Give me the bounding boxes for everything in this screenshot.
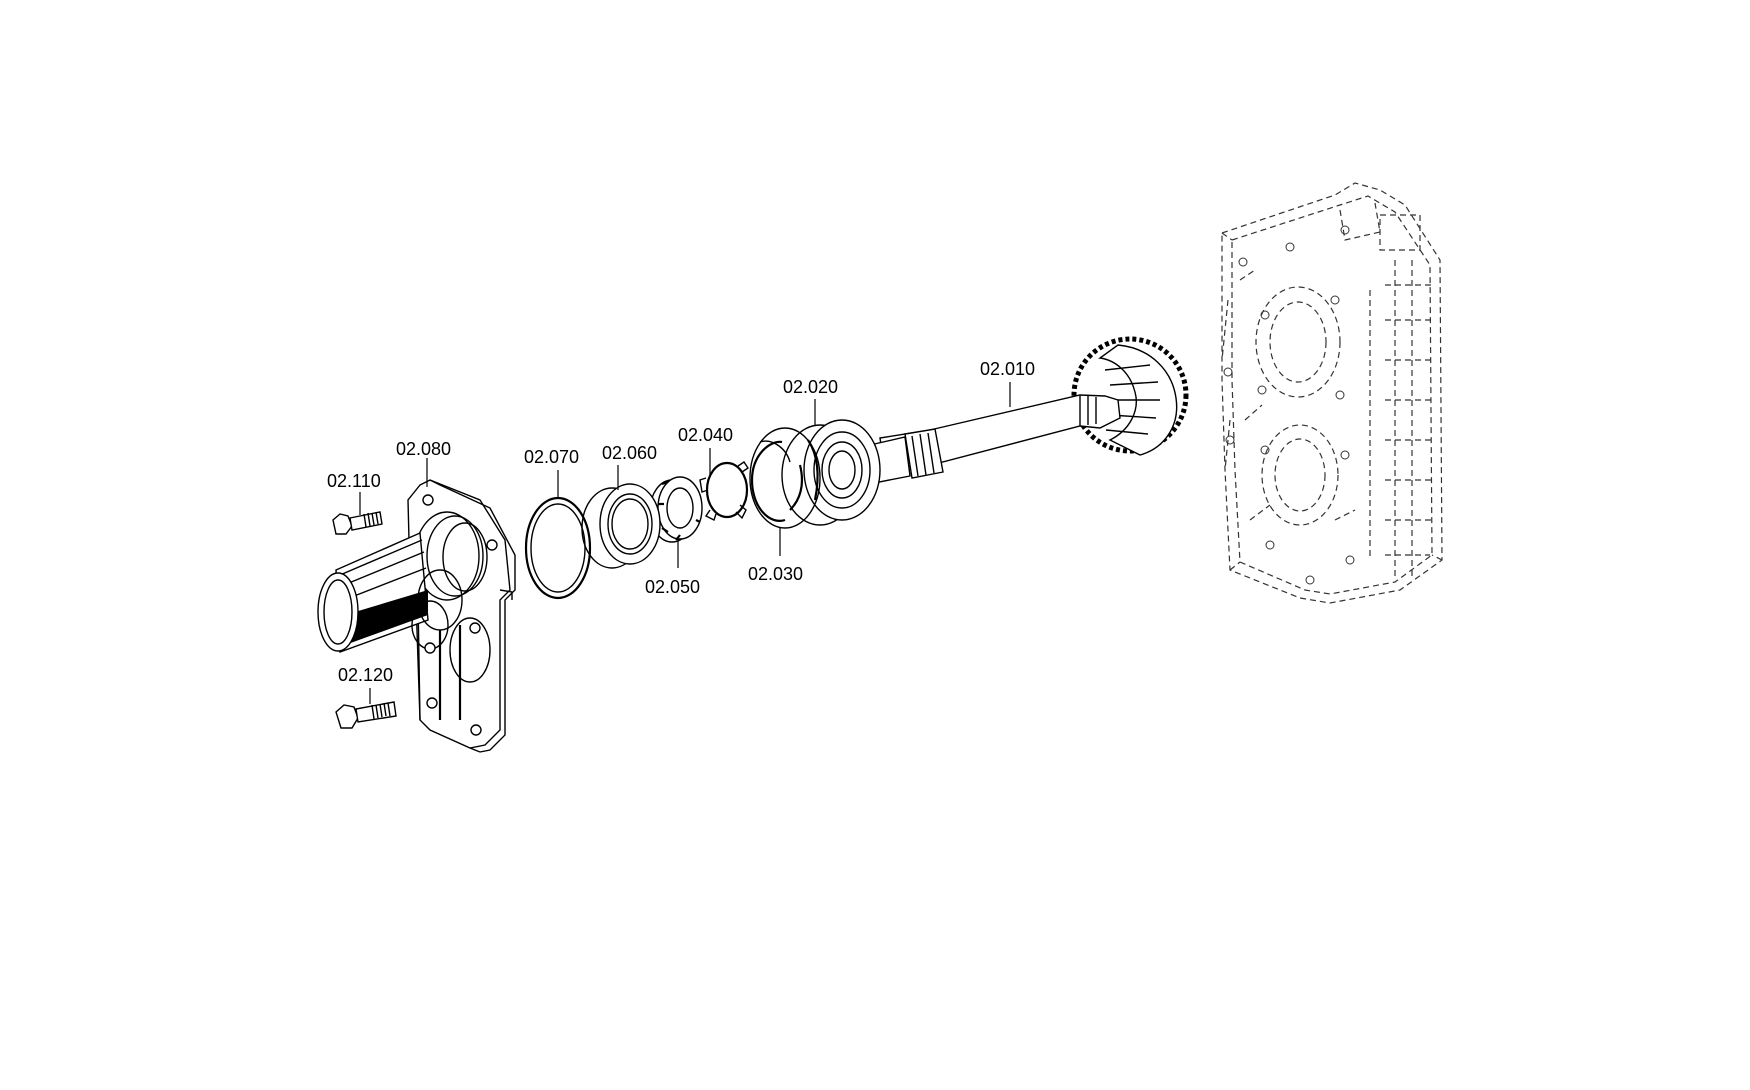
cover-drawing: [317, 479, 516, 753]
leader-lines: [359, 382, 1011, 704]
o-ring-drawing: [524, 496, 592, 600]
slotted-nut-drawing: [649, 476, 703, 543]
seal-ring-drawing: [581, 483, 661, 569]
label-02-060: 02.060: [602, 443, 657, 463]
label-02-020: 02.020: [783, 377, 838, 397]
label-02-050: 02.050: [645, 577, 700, 597]
label-02-080: 02.080: [396, 439, 451, 459]
bolt-upper-drawing: [332, 511, 383, 535]
label-02-030: 02.030: [748, 564, 803, 584]
label-02-120: 02.120: [338, 665, 393, 685]
part-labels: 02.010 02.020 02.030 02.040 02.050 02.06…: [327, 359, 1035, 685]
label-02-040: 02.040: [678, 425, 733, 445]
label-02-010: 02.010: [980, 359, 1035, 379]
bolt-lower-drawing: [335, 701, 397, 729]
label-02-110: 02.110: [327, 471, 381, 491]
gearbox-housing-drawing: [1221, 182, 1443, 604]
lock-washer-drawing: [699, 461, 749, 521]
ball-bearing-drawing: [781, 419, 881, 526]
label-02-070: 02.070: [524, 447, 579, 467]
snap-ring-drawing: [749, 427, 821, 529]
